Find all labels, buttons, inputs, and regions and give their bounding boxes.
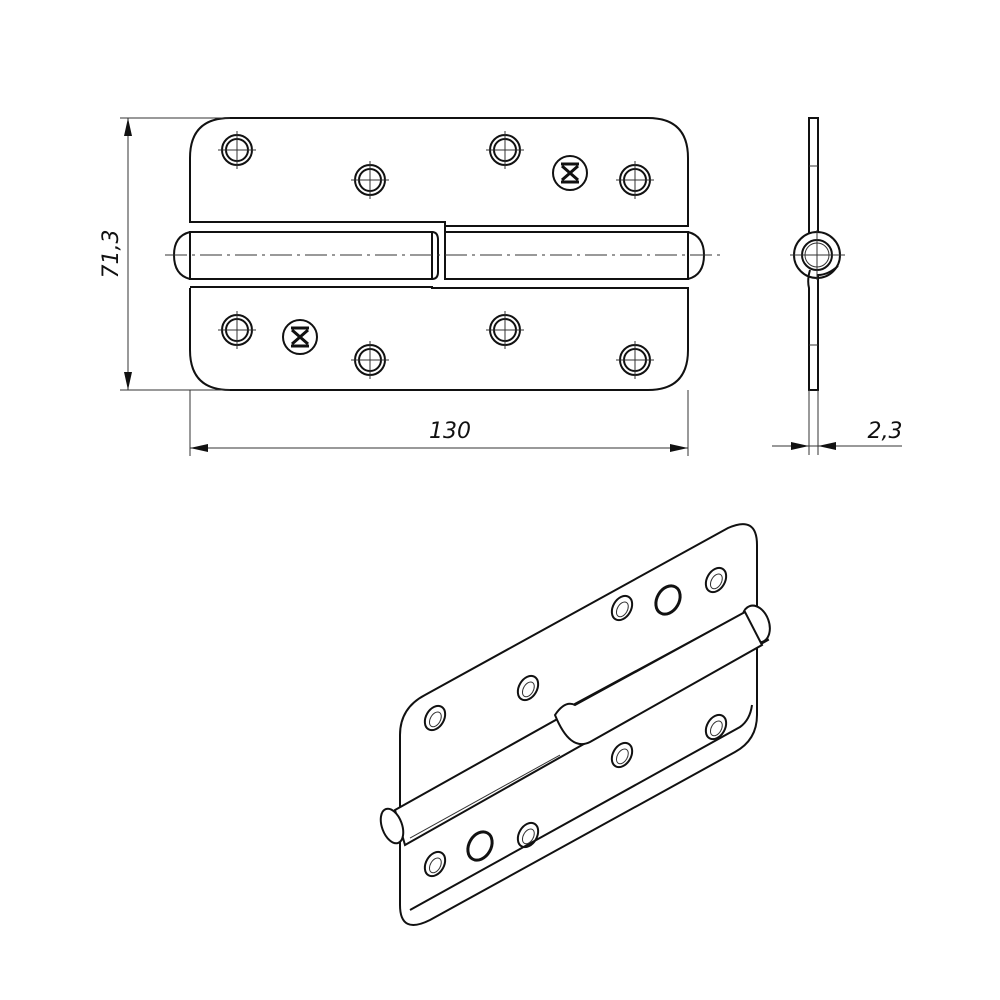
iso-knuckle bbox=[553, 610, 764, 746]
iso-logo-mark bbox=[466, 830, 494, 862]
iso-screw-holes bbox=[423, 566, 728, 878]
screw-hole bbox=[218, 311, 256, 349]
iso-logo-mark bbox=[654, 584, 682, 616]
bottom-leaf-outline bbox=[189, 286, 689, 391]
side-view bbox=[790, 117, 845, 391]
logo-mark-bottom bbox=[282, 319, 318, 355]
screw-hole bbox=[218, 131, 256, 169]
screw-hole bbox=[486, 311, 524, 349]
knuckle-gap bbox=[431, 222, 446, 280]
iso-screw-hole bbox=[423, 850, 447, 878]
screw-hole bbox=[616, 341, 654, 379]
iso-screw-hole bbox=[423, 704, 447, 732]
screw-hole bbox=[351, 161, 389, 199]
iso-screw-hole bbox=[704, 713, 728, 741]
screw-hole bbox=[486, 131, 524, 169]
screw-holes bbox=[218, 131, 654, 379]
iso-screw-hole bbox=[516, 821, 540, 849]
iso-screw-hole bbox=[516, 674, 540, 702]
dimension-length: 130 bbox=[189, 390, 689, 456]
dimension-thickness-label: 2,3 bbox=[868, 419, 903, 444]
dimension-height-label: 71,3 bbox=[99, 230, 124, 279]
dimension-height: 71,3 bbox=[99, 117, 230, 391]
screw-hole bbox=[351, 341, 389, 379]
logo-mark-top bbox=[552, 155, 588, 191]
top-leaf-outline bbox=[189, 117, 689, 227]
iso-screw-hole bbox=[610, 594, 634, 622]
screw-hole bbox=[616, 161, 654, 199]
front-view bbox=[165, 117, 720, 391]
dimension-thickness: 2,3 bbox=[772, 390, 903, 455]
iso-screw-hole bbox=[610, 741, 634, 769]
isometric-view bbox=[379, 523, 771, 926]
iso-screw-hole bbox=[704, 566, 728, 594]
dimension-length-label: 130 bbox=[429, 419, 471, 444]
